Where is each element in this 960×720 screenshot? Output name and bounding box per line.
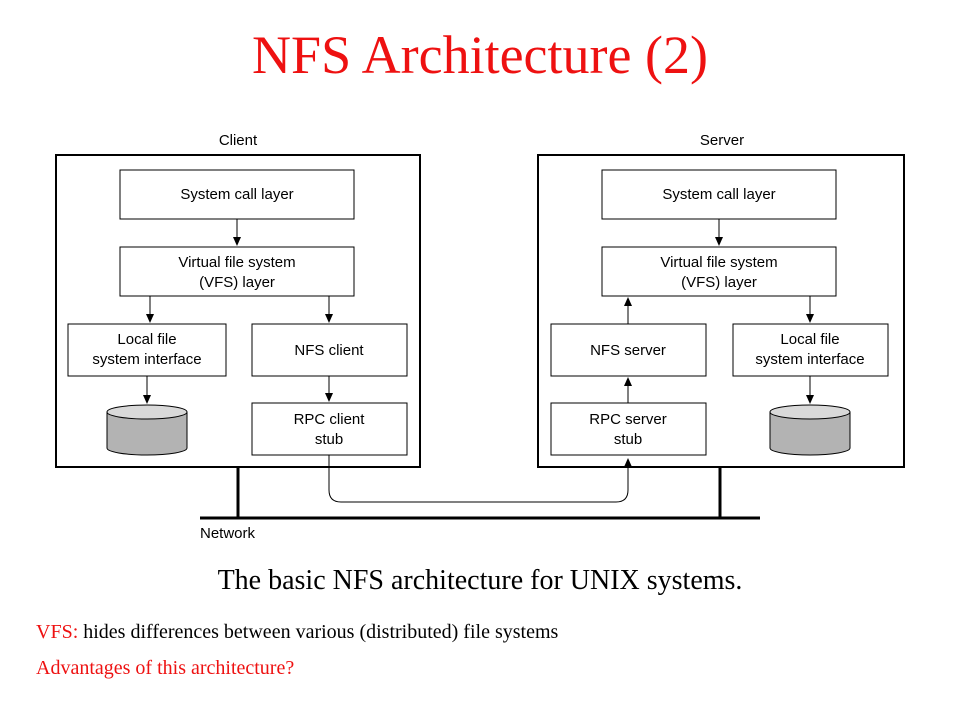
client-local-fs-label-1: Local file xyxy=(117,331,176,348)
server-disk-icon xyxy=(769,404,851,456)
rpc-connection-path xyxy=(328,455,632,503)
client-vfs-box: Virtual file system (VFS) layer xyxy=(119,246,355,297)
vfs-term: VFS: xyxy=(36,621,79,643)
client-rpc-label-1: RPC client xyxy=(294,411,366,428)
server-system-call-box: System call layer xyxy=(601,169,837,220)
server-vfs-label-1: Virtual file system xyxy=(660,254,777,271)
client-local-fs-label-2: system interface xyxy=(92,351,201,368)
server-system-call-label: System call layer xyxy=(662,186,775,203)
slide-title: NFS Architecture (2) xyxy=(252,25,708,85)
client-disk-icon xyxy=(106,404,188,456)
client-system-call-label: System call layer xyxy=(180,186,293,203)
advantages-question: Advantages of this architecture? xyxy=(36,657,295,679)
client-nfs-label: NFS client xyxy=(294,342,364,359)
server-rpc-label-1: RPC server xyxy=(589,411,667,428)
server-label: Server xyxy=(700,132,744,149)
vfs-note: VFS: hides differences between various (… xyxy=(36,621,558,644)
server-local-fs-box: Local file system interface xyxy=(732,323,889,377)
diagram-caption: The basic NFS architecture for UNIX syst… xyxy=(217,565,743,596)
client-rpc-box: RPC client stub xyxy=(251,402,408,456)
vfs-description: hides differences between various (distr… xyxy=(78,621,559,643)
server-nfs-label: NFS server xyxy=(590,342,666,359)
client-label: Client xyxy=(219,132,258,149)
client-local-fs-box: Local file system interface xyxy=(67,323,227,377)
client-vfs-label-1: Virtual file system xyxy=(178,254,295,271)
client-rpc-label-2: stub xyxy=(315,431,343,448)
client-nfs-box: NFS client xyxy=(251,323,408,377)
server-nfs-box: NFS server xyxy=(550,323,707,377)
server-rpc-label-2: stub xyxy=(614,431,642,448)
server-vfs-box: Virtual file system (VFS) layer xyxy=(601,246,837,297)
network-label: Network xyxy=(200,525,256,542)
server-local-fs-label-1: Local file xyxy=(780,331,839,348)
client-vfs-label-2: (VFS) layer xyxy=(199,274,275,291)
server-local-fs-label-2: system interface xyxy=(755,351,864,368)
server-rpc-box: RPC server stub xyxy=(550,402,707,456)
server-vfs-label-2: (VFS) layer xyxy=(681,274,757,291)
client-system-call-box: System call layer xyxy=(119,169,355,220)
